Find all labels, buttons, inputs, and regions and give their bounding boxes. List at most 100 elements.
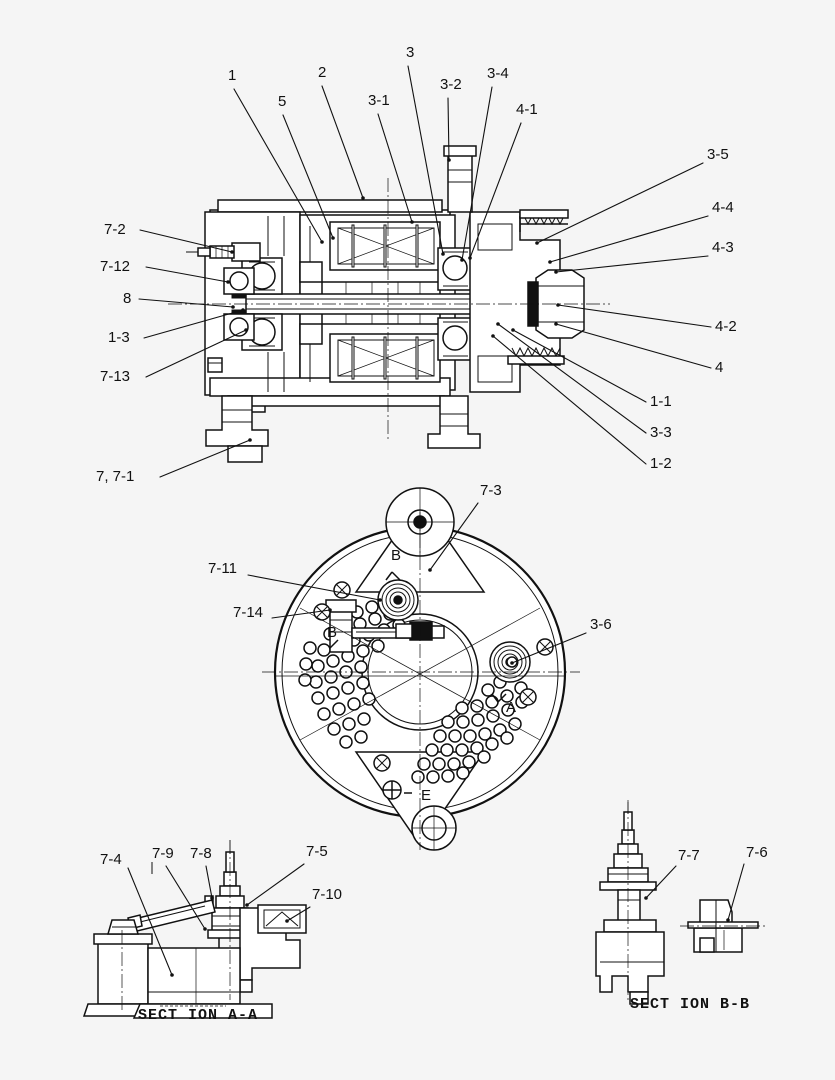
section-mark-a: A [506,699,516,716]
callout-label: 3-2 [440,76,462,93]
callout-label: 4-2 [715,318,737,335]
callout-3: 3 [406,44,445,256]
mounting-foot-right [427,395,481,449]
leader-line [246,863,305,906]
callout-label: 7-6 [746,844,768,861]
callout-7-4: 7-4 [100,851,174,977]
leader-endpoint [644,896,648,900]
leader-line [271,609,331,619]
callout-3-6: 3-6 [510,616,612,665]
section-arrow-marks [329,571,507,794]
leader-endpoint [556,303,560,307]
callout-1: 1 [228,67,324,244]
housing-detail-lines [267,216,311,392]
callout-4-4: 4-4 [548,199,734,264]
leader-line [536,162,704,244]
terminal-stud [186,242,261,262]
leader-endpoint [491,334,495,338]
bearing-right [437,247,473,361]
leader-line [497,323,647,434]
section-mark-b: B [391,547,401,564]
leader-line [461,86,493,261]
coil-spiral-upper [377,579,419,621]
section-aa-caption: SECT ION A-A [138,1007,258,1024]
leader-line [447,97,450,161]
callout-7-2: 7-2 [104,221,234,254]
aa-center-block [132,947,273,1019]
aa-body-right [239,904,307,993]
leader-line [727,863,745,921]
bb-centerlines [627,800,766,1000]
leader-endpoint [241,308,245,312]
callout-label: 7-7 [678,847,700,864]
callout-label: 7-12 [100,258,130,275]
callout-3-5: 3-5 [535,146,729,245]
leader-endpoint [231,305,235,309]
callout-8: 8 [123,290,235,309]
leader-line [247,574,381,601]
callout-4-2: 4-2 [556,303,737,335]
leader-line [165,865,206,930]
leader-endpoint [468,256,472,260]
leader-endpoint [285,919,289,923]
callout-label: 3-1 [368,92,390,109]
brush-holder-assembly [223,267,255,341]
leader-endpoint [244,328,248,332]
leader-endpoint [460,258,464,262]
callout-1-3: 1-3 [108,308,245,346]
section-bb-caption: SECT ION B-B [630,996,750,1013]
leader-endpoint [554,322,558,326]
leader-line [143,309,244,339]
callout-label: 5 [278,93,286,110]
callout-label: 7-10 [312,886,342,903]
bb-small-part [687,899,759,953]
leader-line [159,439,251,478]
leader-endpoint [378,598,382,602]
leader-line [645,865,677,899]
callout-label: 4-4 [712,199,734,216]
callout-label: 3 [406,44,414,61]
leader-endpoint [496,322,500,326]
callout-5: 5 [278,93,335,240]
leader-line [429,502,479,571]
leader-endpoint [726,918,730,922]
leader-line [138,298,234,308]
section-mark-b: B [327,624,337,641]
terminal-block [325,599,445,653]
callout-label: 3-5 [707,146,729,163]
leader-endpoint [210,896,214,900]
section-bb-drawing: SECT ION B-B [595,800,766,1013]
callout-7-6: 7-6 [726,844,768,922]
callout-label: 7-4 [100,851,122,868]
callout-label: 7, 7-1 [96,468,134,485]
callout-3-4: 3-4 [460,65,509,262]
serrated-boss-bottom [507,346,565,365]
callout-label: 1 [228,67,236,84]
leader-line [321,85,364,199]
callout-label: 7-3 [480,482,502,499]
leader-endpoint [410,220,414,224]
leader-line [377,113,413,223]
serrated-boss-top [519,209,569,232]
callout-7-8: 7-8 [190,845,214,900]
main-section-drawing [168,145,610,463]
callout-label: 1-3 [108,329,130,346]
callout-7-9: 7-9 [152,845,207,931]
leader-line [469,122,522,259]
leader-line [127,867,173,976]
leader-line [233,88,323,243]
leader-line [549,215,709,263]
callout-3-1: 3-1 [368,92,414,224]
callout-2: 2 [318,64,365,200]
callout-label: 1-1 [650,393,672,410]
callout-7-3: 7-3 [428,482,502,572]
callout-7-10: 7-10 [285,886,342,923]
callout-7-13: 7-13 [100,328,248,385]
callout-7-7: 7-7 [644,847,700,900]
mounting-foot-left [205,395,269,463]
callout-label: 7-9 [152,845,174,862]
leader-line [555,323,712,369]
